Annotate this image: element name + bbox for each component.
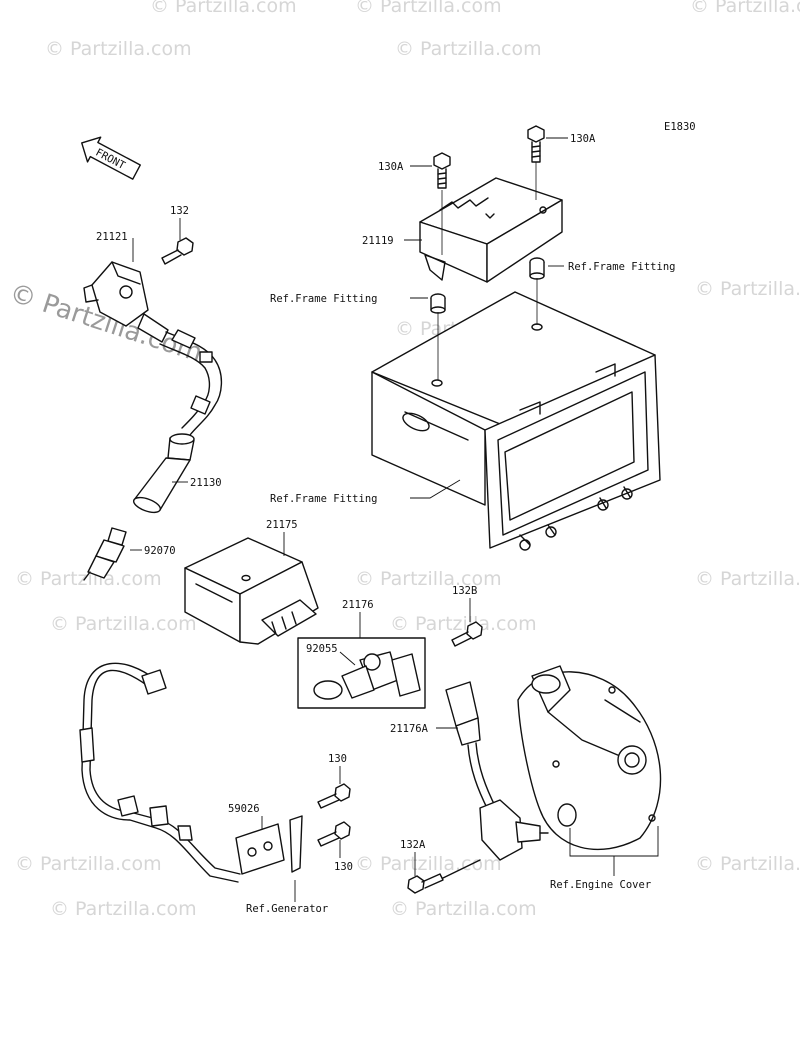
wiring-harness	[79, 662, 241, 883]
front-arrow-icon: FRONT	[81, 136, 141, 180]
sensor-21176A	[445, 681, 549, 861]
bolt-132	[161, 237, 194, 265]
watermark: © Partzilla.com	[45, 38, 192, 60]
watermark: © Partzilla.com	[150, 0, 297, 17]
label-21176A: 21176A	[390, 723, 429, 735]
label-ref-engine-cover: Ref.Engine Cover	[550, 879, 651, 891]
label-92070: 92070	[144, 545, 176, 557]
bolt-132B	[451, 621, 483, 647]
label-ref-frame-fitting-bottom: Ref.Frame Fitting	[270, 493, 377, 505]
watermark: © Partzilla.com	[695, 568, 800, 590]
spark-plug-92070	[83, 527, 127, 581]
background-watermarks: © Partzilla.com © Partzilla.com © Partzi…	[15, 0, 800, 920]
bolt-130A-left	[433, 152, 451, 189]
watermark: © Partzilla.com	[15, 568, 162, 590]
watermark: © Partzilla.com	[355, 0, 502, 17]
label-132A: 132A	[400, 839, 426, 851]
label-59026: 59026	[228, 803, 260, 815]
label-130-top: 130	[328, 753, 347, 765]
diagram-code: E1830	[664, 121, 696, 133]
watermark: © Partzilla.com	[50, 613, 197, 635]
watermark: © Partzilla.com	[15, 853, 162, 875]
label-92055: 92055	[306, 643, 338, 655]
watermark: © Partzilla.com	[690, 0, 800, 17]
watermark: © Partzilla.com	[390, 613, 537, 635]
watermark: © Partzilla.com	[695, 278, 800, 300]
label-ref-frame-fitting-left: Ref.Frame Fitting	[270, 293, 377, 305]
watermark: © Partzilla.com	[695, 853, 800, 875]
bolt-130-bottom	[317, 821, 351, 847]
leader-lines	[130, 137, 659, 902]
alignment-lines	[437, 162, 538, 380]
label-21119: 21119	[362, 235, 394, 247]
label-21121: 21121	[96, 231, 128, 243]
label-ref-generator: Ref.Generator	[246, 903, 328, 915]
label-ref-frame-fitting-right: Ref.Frame Fitting	[568, 261, 675, 273]
label-130A-left: 130A	[378, 161, 404, 173]
sensor-21176-group	[297, 637, 426, 709]
regulator-21119	[419, 177, 563, 283]
label-132: 132	[170, 205, 189, 217]
label-21175: 21175	[266, 519, 298, 531]
frame-fitting-left	[430, 293, 446, 314]
watermark: © Partzilla.com	[355, 568, 502, 590]
bolt-132A	[407, 859, 481, 894]
watermark: © Partzilla.com	[395, 38, 542, 60]
plug-cap-21130	[132, 433, 195, 514]
label-130A-top: 130A	[570, 133, 596, 145]
label-21130: 21130	[190, 477, 222, 489]
part-labels: 130A 130A 21119 Ref.Frame Fitting Ref.Fr…	[96, 133, 675, 915]
label-132B: 132B	[452, 585, 477, 597]
frame-fitting-right	[529, 257, 545, 280]
bolt-130A-right	[527, 125, 545, 163]
watermark: © Partzilla.com	[355, 853, 502, 875]
watermark: © Partzilla.com	[50, 898, 197, 920]
label-130-bottom: 130	[334, 861, 353, 873]
label-21176: 21176	[342, 599, 374, 611]
cdi-unit-21175	[184, 537, 319, 645]
pickup-coil-59026	[235, 815, 303, 875]
battery-box	[371, 291, 661, 551]
bolt-130-top	[317, 783, 351, 809]
watermark: © Partzilla.com	[390, 898, 537, 920]
ignition-coil-21121	[83, 261, 223, 436]
engine-cover	[517, 665, 662, 851]
